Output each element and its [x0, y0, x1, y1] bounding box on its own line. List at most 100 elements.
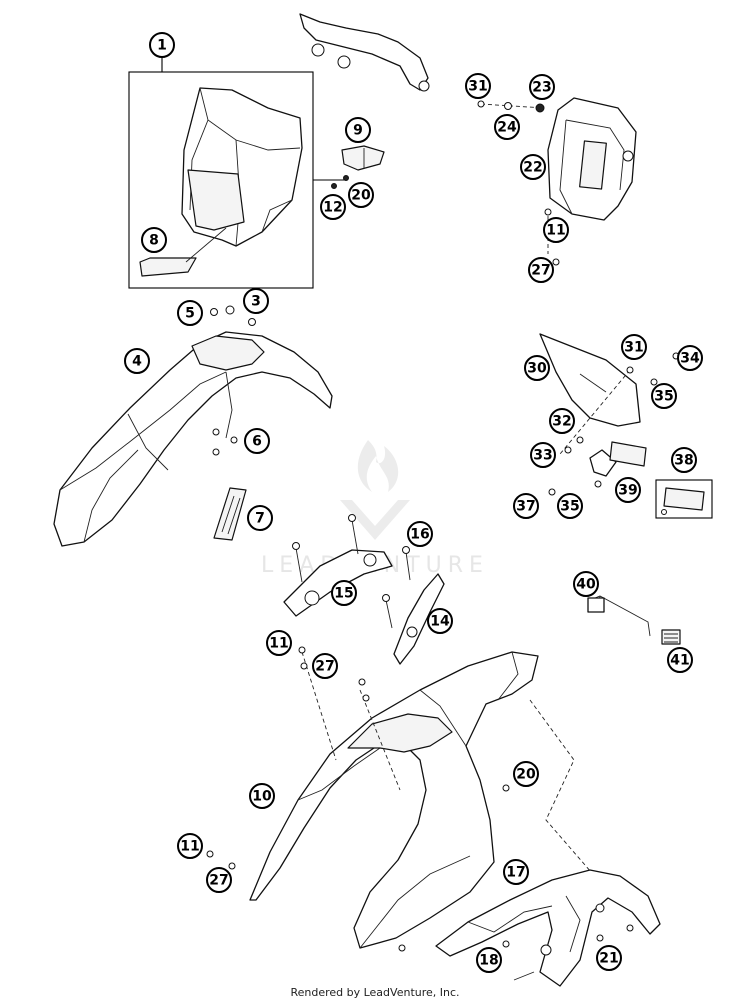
callout-number: 24	[497, 120, 517, 136]
callout-c6: 6	[244, 428, 270, 454]
callout-number: 10	[252, 789, 272, 805]
callout-c24: 24	[494, 114, 520, 140]
license-plate-panel	[539, 333, 641, 427]
leader-dash-31b	[559, 369, 631, 455]
callout-number: 18	[479, 953, 498, 969]
washer-24	[504, 102, 512, 110]
nut-33	[564, 446, 572, 454]
callout-circle	[513, 493, 539, 519]
callout-c31a: 31	[465, 73, 491, 99]
fender-decal	[213, 487, 247, 541]
callout-circle	[651, 383, 677, 409]
callout-number: 11	[546, 223, 565, 239]
callout-c3: 3	[243, 288, 269, 314]
screw-31a	[477, 100, 485, 108]
callout-number: 4	[132, 354, 142, 370]
callout-number: 11	[180, 839, 199, 855]
callout-c8: 8	[141, 227, 167, 253]
callout-number: 21	[599, 951, 618, 967]
callout-c20a: 20	[348, 182, 374, 208]
callout-circle	[573, 571, 599, 597]
callout-c14: 14	[427, 608, 453, 634]
callout-circle	[312, 653, 338, 679]
screw-31b	[626, 366, 634, 374]
callout-number: 31	[624, 340, 643, 356]
callout-c9: 9	[345, 117, 371, 143]
callout-number: 39	[618, 483, 637, 499]
callout-number: 7	[255, 511, 265, 527]
callout-number: 40	[576, 577, 596, 593]
callout-circle	[243, 288, 269, 314]
light-bulb-socket	[341, 145, 385, 171]
callout-circle	[407, 521, 433, 547]
headlight-mask	[181, 87, 303, 247]
callout-circle	[345, 117, 371, 143]
callout-c30: 30	[524, 355, 550, 381]
callout-number: 1	[157, 38, 167, 54]
callout-c37: 37	[513, 493, 539, 519]
nut-12	[331, 183, 337, 189]
callout-c5: 5	[177, 300, 203, 326]
callout-circle	[615, 477, 641, 503]
callout-c16: 16	[407, 521, 433, 547]
callout-c35a: 35	[651, 383, 677, 409]
callout-circle	[557, 493, 583, 519]
leader-dash-31a	[480, 103, 545, 109]
washer-35a	[650, 378, 658, 386]
callout-circle	[476, 947, 502, 973]
leader-dash-rear	[529, 699, 599, 881]
callout-circle	[331, 580, 357, 606]
callout-c32: 32	[549, 408, 575, 434]
callout-c38: 38	[671, 447, 697, 473]
callout-c11c: 11	[177, 833, 203, 859]
callout-circle	[677, 345, 703, 371]
callout-c4: 4	[124, 348, 150, 374]
tail-bracket	[435, 869, 661, 987]
tail-leader	[513, 971, 535, 981]
callout-circle	[671, 447, 697, 473]
callout-circle	[124, 348, 150, 374]
nut-27a	[552, 258, 560, 266]
callout-circle	[249, 783, 275, 809]
callout-circle	[149, 32, 175, 58]
callout-c10: 10	[249, 783, 275, 809]
callout-c31b: 31	[621, 334, 647, 360]
callout-number: 37	[516, 499, 535, 515]
callout-circle	[528, 257, 554, 283]
callout-c27a: 27	[528, 257, 554, 283]
callout-number: 17	[506, 865, 525, 881]
callout-number: 41	[670, 653, 689, 669]
callout-circle	[206, 867, 232, 893]
screw-21b	[626, 924, 634, 932]
callout-c15: 15	[331, 580, 357, 606]
screw-20a	[343, 175, 349, 181]
plate-bracket-wire	[587, 595, 651, 637]
callout-circle	[543, 217, 569, 243]
callout-number: 34	[680, 351, 700, 367]
callout-number: 16	[410, 527, 429, 543]
nut-23	[535, 103, 545, 113]
screw-18	[398, 944, 406, 952]
screw-21a	[596, 934, 604, 942]
nut-18	[502, 940, 510, 948]
front-fender	[53, 331, 333, 547]
callout-c12: 12	[320, 194, 346, 220]
callout-number: 20	[516, 767, 536, 783]
callout-c27c: 27	[206, 867, 232, 893]
callout-number: 20	[351, 188, 371, 204]
callout-number: 3	[251, 294, 261, 310]
callout-c20b: 20	[513, 761, 539, 787]
callout-circle	[530, 442, 556, 468]
fork-guard-right	[393, 573, 445, 665]
callout-circle	[667, 647, 693, 673]
callout-c40: 40	[573, 571, 599, 597]
washer-35b	[594, 480, 602, 488]
callout-c34: 34	[677, 345, 703, 371]
callout-c33: 33	[530, 442, 556, 468]
rear-fender-hardware	[206, 646, 510, 870]
callout-number: 32	[552, 414, 571, 430]
reflector-38	[661, 487, 705, 515]
callout-c17: 17	[503, 859, 529, 885]
callout-circle	[177, 833, 203, 859]
